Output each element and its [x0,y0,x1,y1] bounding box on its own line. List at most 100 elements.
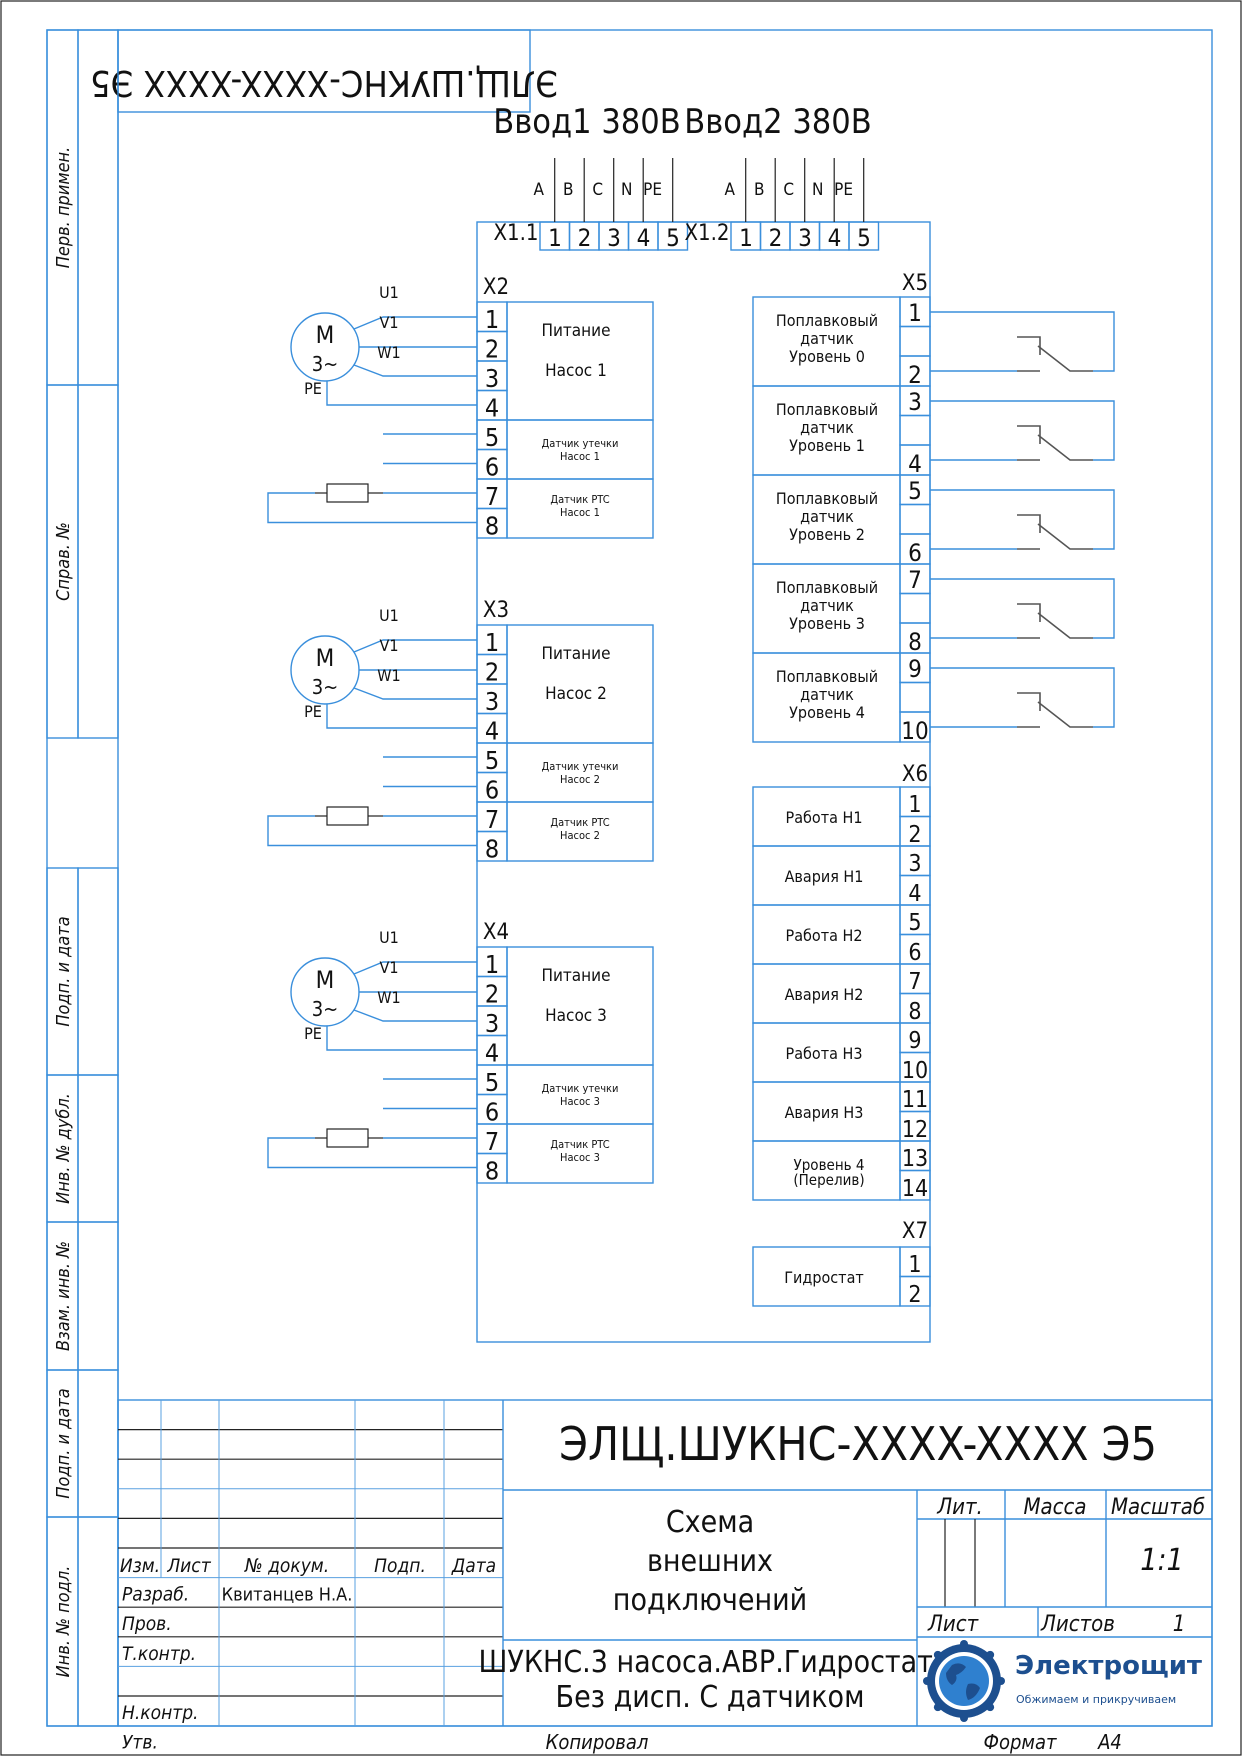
pin-number: 7 [485,1127,499,1156]
role-label: Н.контр. [122,1702,198,1724]
pin-number: 8 [485,512,499,541]
float-switch-symbol [1037,434,1093,461]
title-block-frame [117,1399,1213,1727]
pin-number: 4 [908,450,922,478]
input-title: Ввод2 380В [684,102,871,142]
terminal-pin-blank [899,592,931,624]
pin-number: 2 [769,224,783,252]
switch-contact [1017,692,1041,711]
side-strip-label: Подп. и дата [53,916,74,1026]
role-label: Т.контр. [122,1643,196,1665]
drawing-frame [46,29,1213,1727]
switch-contact [1017,425,1041,444]
logo-bolt [960,1640,968,1648]
sensor-label: датчик [800,685,854,704]
side-strip-label: Справ. № [53,522,74,601]
group-box [506,1123,654,1184]
side-strip-label: Инв. № дубл. [53,1093,74,1204]
pin-number: 10 [901,717,928,745]
format-label: Формат [984,1730,1058,1754]
side-strip-label: Перв. примен. [53,147,74,269]
group-label: Датчик утечки [542,760,619,773]
scale-label: Масштаб [1111,1495,1205,1520]
input-title: Ввод1 380В [493,102,680,142]
globe-icon [939,1656,989,1706]
sensor-loop-wire [930,578,1115,639]
logo-bolt [960,1714,968,1722]
motor-label: M [316,321,335,349]
motor-wire-label: U1 [379,928,399,947]
motor-phase-label: 3~ [312,352,339,376]
group-label: Насос 2 [560,829,600,842]
logo-bolt [997,1677,1005,1685]
sensor-label: датчик [800,507,854,526]
pin-number: 6 [908,539,922,567]
motor-wire-label: W1 [377,343,400,362]
motor-label: M [316,644,335,672]
sensor-loop-wire [930,311,1115,372]
group-label: Насос 3 [560,1095,600,1108]
motor-wire-pe [326,381,477,406]
phase-label: A [725,180,736,200]
terminal-pin [899,1169,931,1201]
product-name: Без дисп. С датчиком [556,1680,865,1715]
role-label: Разраб. [122,1584,189,1606]
mass-label: Масса [1023,1495,1086,1520]
group-label: Насос 1 [560,450,600,463]
terminal-label: X6 [902,762,928,787]
sheets-count: 1 [1173,1612,1186,1637]
pin-number: 6 [485,453,499,482]
pin-number: 9 [908,655,922,683]
logo-bolt [986,1650,995,1659]
switch-contact [1017,514,1041,533]
logo-bolt [933,1703,942,1712]
pin-number: 1 [485,950,499,979]
motor-wire-label: V1 [380,958,399,977]
pin-number: 2 [908,361,922,389]
pin-number: 1 [485,305,499,334]
side-cell [77,1369,119,1518]
ptc-loop-wire [267,1137,477,1169]
role-label: Пров. [122,1613,172,1635]
side-cell [77,384,119,739]
scale-value: 1:1 [1140,1543,1183,1578]
sensor-label: Уровень 4 [789,703,865,722]
logo-bolt [986,1703,995,1712]
motor-wire-u1 [353,639,477,653]
group-label: Насос 3 [560,1151,600,1164]
company-slogan: Обжимаем и прикручиваем [1016,1693,1176,1706]
pin-number: 8 [908,999,921,1025]
terminal-label-X1.2: X1.2 [684,221,729,246]
group-label: Насос 3 [545,1006,607,1026]
signal-label: Работа Н1 [786,808,863,827]
motor-label: M [316,966,335,994]
terminal-label: X2 [483,275,509,300]
sensor-label: Уровень 0 [789,347,865,366]
motor-pe-label: PE [304,379,322,398]
motor-pe-label: PE [304,1024,322,1043]
company-name: Электрощит [1015,1651,1202,1681]
pin-number: 14 [902,1176,928,1202]
motor-wire-label: W1 [377,988,400,1007]
pin-number: 5 [666,224,680,252]
pin-number: 10 [902,1058,928,1084]
pin-number: 9 [908,1028,921,1054]
pin-number: 3 [485,364,499,393]
pin-number: 1 [908,299,922,327]
motor-wire-label: V1 [380,636,399,655]
float-switch-symbol [1037,701,1093,728]
lit-label: Лит. [936,1495,983,1520]
motor-wire-label: U1 [379,606,399,625]
pin-number: 11 [902,1087,928,1113]
header-date: Дата [451,1555,496,1577]
document-name: внешних [647,1544,773,1579]
pin-number: 5 [857,224,871,252]
